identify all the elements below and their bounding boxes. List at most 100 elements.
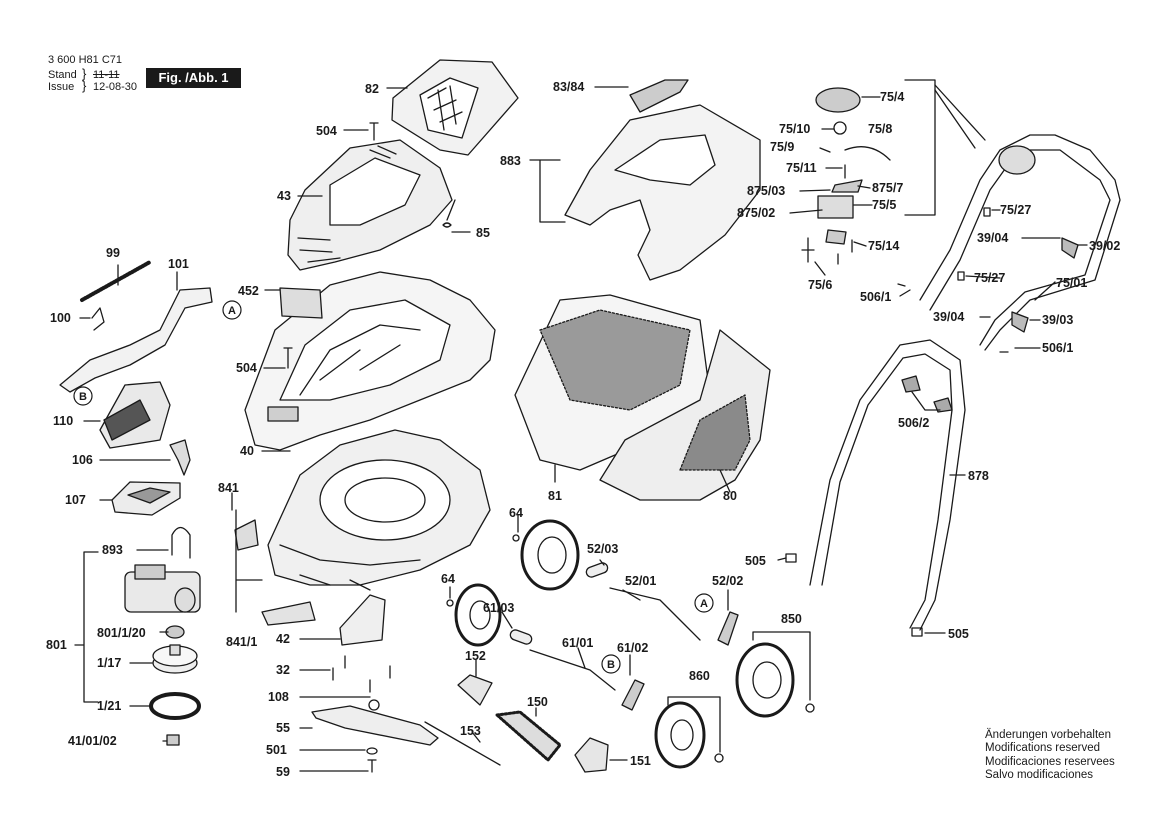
label-75-11: 75/11 [786, 161, 817, 175]
part-153-rod [424, 721, 501, 766]
part-85-spring [442, 199, 456, 228]
label-75-14: 75/14 [868, 239, 899, 253]
part-83-84-grip [629, 79, 689, 113]
part-893-cable [171, 526, 191, 559]
part-41-01-02 [166, 734, 180, 746]
part-151 [574, 737, 609, 773]
label-893: 893 [102, 543, 123, 557]
label-150: 150 [527, 695, 548, 709]
label-39-04-mid: 39/04 [933, 310, 964, 324]
part-75-6 [801, 237, 815, 263]
part-108 [368, 699, 380, 711]
part-150-roller [495, 710, 562, 762]
part-59 [367, 759, 377, 773]
label-850: 850 [781, 612, 802, 626]
label-101: 101 [168, 257, 189, 271]
part-labels: 82 504 43 85 452 504 40 99 101 100 110 1… [46, 80, 1120, 779]
modifications-notice: Änderungen vorbehalten Modifications res… [985, 729, 1115, 783]
label-55: 55 [276, 721, 290, 735]
part-80-outer-box [599, 329, 771, 501]
label-153: 153 [460, 724, 481, 738]
part-61-02 [621, 679, 645, 711]
part-110-cover [99, 381, 171, 449]
label-841: 841 [218, 481, 239, 495]
label-59: 59 [276, 765, 290, 779]
part-99-spring [80, 260, 152, 302]
label-75-4: 75/4 [880, 90, 904, 104]
label-75-6: 75/6 [808, 278, 832, 292]
label-41-01-02: 41/01/02 [68, 734, 117, 748]
label-43: 43 [277, 189, 291, 203]
label-452: 452 [238, 284, 259, 298]
callout-a-2-text: A [700, 598, 708, 610]
part-875-7 [831, 179, 863, 193]
wheel-front-1 [454, 583, 502, 647]
part-101-lever [59, 287, 213, 393]
part-75-14 [825, 229, 853, 265]
part-801-1-20 [165, 625, 185, 639]
callout-b-2: B [601, 654, 621, 674]
stand-value: 11-11 [93, 69, 120, 81]
notice-line-es: Salvo modificaciones [985, 769, 1094, 782]
callout-b-1-text: B [79, 391, 87, 403]
label-85: 85 [476, 226, 490, 240]
label-1-21: 1/21 [97, 699, 121, 713]
label-106: 106 [72, 453, 93, 467]
part-82-filter-cover [391, 59, 519, 156]
label-75-10: 75/10 [779, 122, 810, 136]
screw-504-b [283, 347, 293, 369]
part-42 [339, 594, 386, 646]
label-81: 81 [548, 489, 562, 503]
part-1-21-belt [149, 692, 201, 720]
label-61-01: 61/01 [562, 636, 593, 650]
part-100-clip [91, 307, 105, 331]
label-860: 860 [689, 669, 710, 683]
label-108: 108 [268, 690, 289, 704]
label-878: 878 [968, 469, 989, 483]
label-75-01: 75/01 [1056, 276, 1087, 290]
notice-line-de: Änderungen vorbehalten [985, 729, 1111, 741]
issue-brace: } [82, 78, 87, 93]
part-801-motor [124, 564, 201, 613]
notice-line-en: Modifications reserved [985, 742, 1101, 755]
callout-a-2: A [694, 593, 714, 613]
label-875-03: 875/03 [747, 184, 785, 198]
label-504-mid: 504 [236, 361, 257, 375]
issue-label: Issue [48, 81, 75, 93]
label-75-5: 75/5 [872, 198, 896, 212]
label-801: 801 [46, 638, 67, 652]
wheel-front-2 [654, 701, 706, 769]
label-107: 107 [65, 493, 86, 507]
label-110: 110 [53, 414, 73, 428]
label-39-04-top: 39/04 [977, 231, 1008, 245]
part-52-01-axle [609, 587, 701, 641]
part-55-blade [311, 705, 439, 746]
label-504-top: 504 [316, 124, 337, 138]
part-501 [366, 747, 378, 755]
label-151: 151 [630, 754, 651, 768]
screw-32 [332, 655, 391, 693]
part-75-10 [833, 121, 847, 135]
part-43-upper-cover [287, 139, 453, 271]
wheel-rear-2 [735, 642, 795, 718]
label-75-8: 75/8 [868, 122, 892, 136]
part-75-8 [844, 146, 891, 161]
part-52-02 [717, 611, 739, 646]
part-152 [457, 674, 493, 706]
label-1-17: 1/17 [97, 656, 121, 670]
label-506-2: 506/2 [898, 416, 929, 430]
label-39-03: 39/03 [1042, 313, 1073, 327]
part-106-switch [169, 439, 191, 476]
stand-brace: } [82, 66, 87, 81]
label-61-02: 61/02 [617, 641, 648, 655]
label-52-01: 52/01 [625, 574, 656, 588]
part-52-03 [585, 562, 609, 578]
part-841-1 [261, 601, 316, 626]
part-75-4 [815, 87, 861, 113]
notice-line-fr: Modificaciones reservees [985, 755, 1115, 768]
screw-504-a [369, 122, 379, 141]
callout-b-2-text: B [607, 659, 615, 671]
part-506-2 [901, 375, 953, 413]
label-506-1-mid: 506/1 [1042, 341, 1073, 355]
